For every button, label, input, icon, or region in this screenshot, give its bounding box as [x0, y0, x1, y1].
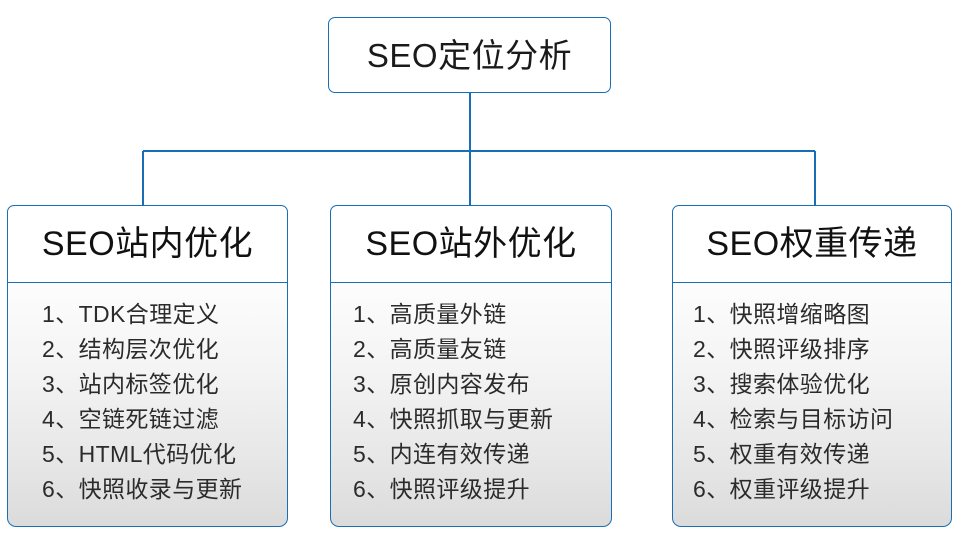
list-item-index: 2、	[693, 336, 730, 362]
list-item-text: 检索与目标访问	[729, 406, 894, 432]
list-item: 6、权重评级提升	[673, 472, 951, 507]
list-item-text: 站内标签优化	[78, 371, 219, 397]
list-item-text: 快照评级排序	[729, 336, 870, 362]
list-item: 4、检索与目标访问	[673, 402, 951, 437]
list-item-index: 2、	[353, 336, 390, 362]
list-item-text: 高质量友链	[389, 336, 507, 362]
list-item-text: 搜索体验优化	[729, 371, 870, 397]
list-item: 5、内连有效传递	[331, 437, 611, 472]
list-item-text: 结构层次优化	[78, 336, 219, 362]
list-item-index: 6、	[693, 476, 730, 502]
list-item-text: 权重评级提升	[729, 476, 870, 502]
list-item-index: 6、	[42, 476, 79, 502]
list-item-index: 1、	[42, 301, 79, 327]
list-item: 4、空链死链过滤	[8, 402, 287, 437]
root-node[interactable]: SEO定位分析	[328, 17, 611, 93]
list-item: 1、高质量外链	[331, 297, 611, 332]
branch-header-3[interactable]: SEO权重传递	[672, 205, 952, 283]
list-item-index: 3、	[42, 371, 79, 397]
branch-header-2[interactable]: SEO站外优化	[330, 205, 612, 283]
list-item-index: 4、	[42, 406, 79, 432]
branch-header-label: SEO站外优化	[365, 225, 577, 263]
list-item-index: 5、	[353, 441, 390, 467]
list-item-index: 6、	[353, 476, 390, 502]
list-item-text: 快照抓取与更新	[389, 406, 554, 432]
branch-header-label: SEO站内优化	[41, 225, 254, 263]
list-item: 5、HTML代码优化	[8, 437, 287, 472]
list-item-index: 2、	[42, 336, 79, 362]
list-item: 3、搜索体验优化	[673, 367, 951, 402]
list-item: 1、TDK合理定义	[8, 297, 287, 332]
branch-column-3: SEO权重传递 1、快照增缩略图 2、快照评级排序 3、搜索体验优化 4、检索与…	[672, 205, 952, 527]
list-item-text: HTML代码优化	[78, 441, 237, 467]
branch-list-3: 1、快照增缩略图 2、快照评级排序 3、搜索体验优化 4、检索与目标访问 5、权…	[672, 283, 952, 527]
list-item: 1、快照增缩略图	[673, 297, 951, 332]
list-item-text: 原创内容发布	[389, 371, 530, 397]
list-item: 4、快照抓取与更新	[331, 402, 611, 437]
list-item-text: 快照增缩略图	[729, 301, 870, 327]
list-item: 6、快照评级提升	[331, 472, 611, 507]
list-item: 2、结构层次优化	[8, 332, 287, 367]
list-item-text: 高质量外链	[389, 301, 507, 327]
list-item-index: 1、	[693, 301, 730, 327]
branch-column-1: SEO站内优化 1、TDK合理定义 2、结构层次优化 3、站内标签优化 4、空链…	[7, 205, 288, 527]
list-item-index: 3、	[353, 371, 390, 397]
branch-column-2: SEO站外优化 1、高质量外链 2、高质量友链 3、原创内容发布 4、快照抓取与…	[330, 205, 612, 527]
list-item-index: 1、	[353, 301, 390, 327]
list-item-index: 4、	[693, 406, 730, 432]
list-item-text: 空链死链过滤	[78, 406, 219, 432]
list-item-index: 4、	[353, 406, 390, 432]
list-item-index: 5、	[693, 441, 730, 467]
branch-list-2: 1、高质量外链 2、高质量友链 3、原创内容发布 4、快照抓取与更新 5、内连有…	[330, 283, 612, 527]
list-item-text: 快照收录与更新	[78, 476, 243, 502]
list-item: 2、高质量友链	[331, 332, 611, 367]
branch-header-1[interactable]: SEO站内优化	[7, 205, 288, 283]
list-item: 3、站内标签优化	[8, 367, 287, 402]
list-item-text: TDK合理定义	[78, 301, 220, 327]
list-item: 6、快照收录与更新	[8, 472, 287, 507]
list-item-text: 内连有效传递	[389, 441, 530, 467]
list-item-index: 5、	[42, 441, 79, 467]
list-item: 2、快照评级排序	[673, 332, 951, 367]
list-item-text: 快照评级提升	[389, 476, 530, 502]
list-item-index: 3、	[693, 371, 730, 397]
list-item-text: 权重有效传递	[729, 441, 870, 467]
list-item: 3、原创内容发布	[331, 367, 611, 402]
root-node-label: SEO定位分析	[366, 36, 573, 74]
list-item: 5、权重有效传递	[673, 437, 951, 472]
branch-header-label: SEO权重传递	[706, 225, 918, 263]
branch-list-1: 1、TDK合理定义 2、结构层次优化 3、站内标签优化 4、空链死链过滤 5、H…	[7, 283, 288, 527]
